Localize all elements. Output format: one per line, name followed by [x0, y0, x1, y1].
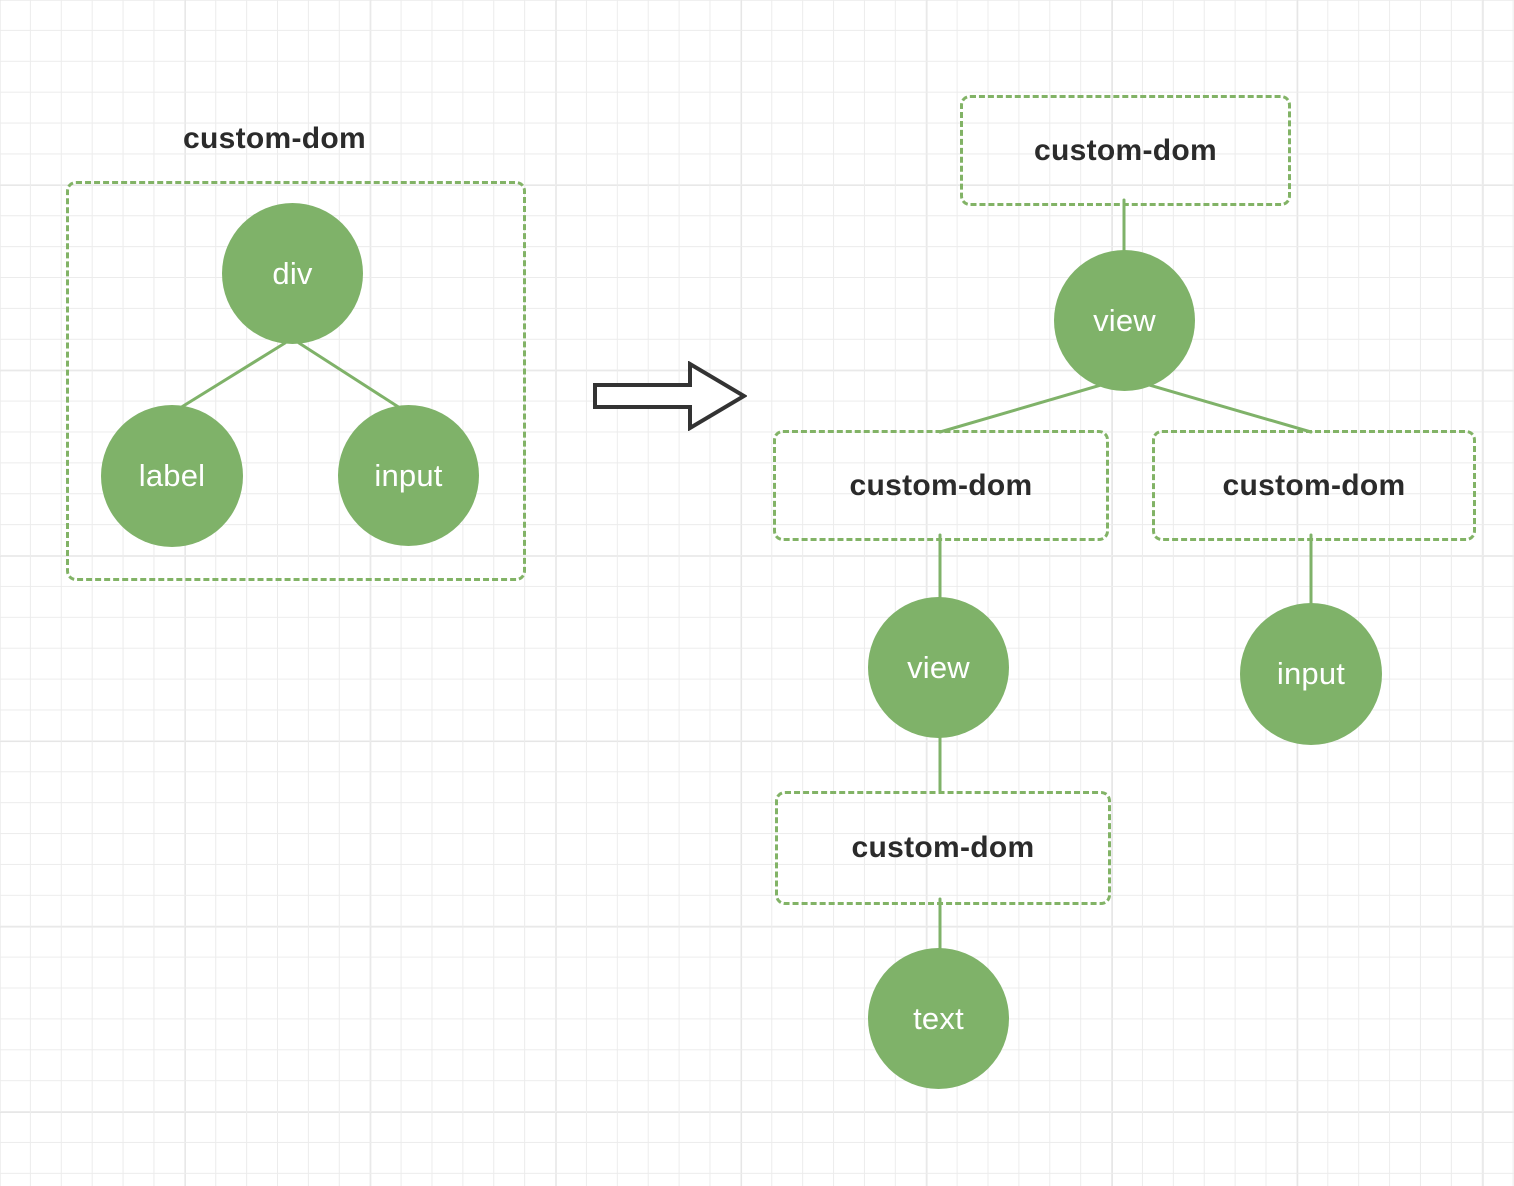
- node-view-top-label: view: [1093, 302, 1156, 338]
- node-input-right[interactable]: input: [1240, 603, 1382, 745]
- node-view-top[interactable]: view: [1054, 250, 1195, 391]
- node-view-mid-label: view: [907, 649, 970, 685]
- right-text-box-label: custom-dom: [851, 831, 1035, 864]
- right-right-box: custom-dom: [1152, 430, 1476, 541]
- right-text-box: custom-dom: [775, 791, 1111, 905]
- right-left-box-label: custom-dom: [849, 468, 1033, 502]
- edge-viewtop-leftbox: [938, 378, 1120, 434]
- left-group-box: [66, 181, 526, 581]
- node-view-mid[interactable]: view: [868, 597, 1009, 738]
- edge-viewtop-rightbox: [1130, 378, 1313, 434]
- right-block-arrow-icon: [593, 360, 748, 432]
- node-label-label: label: [138, 458, 206, 493]
- node-input-left[interactable]: input: [338, 405, 479, 546]
- right-root-box-label: custom-dom: [1034, 133, 1217, 167]
- node-text-label: text: [913, 1000, 964, 1036]
- right-left-box: custom-dom: [773, 430, 1109, 541]
- node-label[interactable]: label: [101, 405, 243, 547]
- node-input-right-label: input: [1276, 656, 1346, 691]
- node-div[interactable]: div: [222, 203, 363, 344]
- right-right-box-label: custom-dom: [1222, 468, 1406, 502]
- left-group-title: custom-dom: [183, 122, 366, 155]
- node-div-label: div: [272, 255, 313, 291]
- node-input-left-label: input: [374, 457, 443, 493]
- right-root-box: custom-dom: [960, 95, 1291, 206]
- transform-arrow: [592, 360, 748, 432]
- node-text[interactable]: text: [868, 948, 1009, 1089]
